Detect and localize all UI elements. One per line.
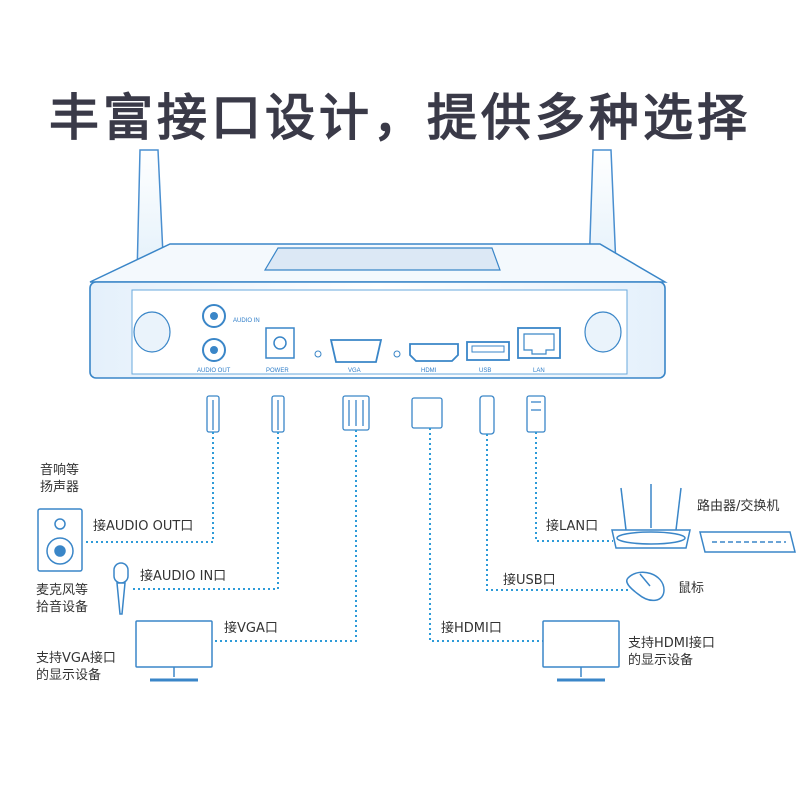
lan-port xyxy=(517,327,561,359)
vga-monitor-icon xyxy=(135,620,213,682)
microphone-label-line2: 拾音设备 xyxy=(36,600,89,615)
usb-plug xyxy=(479,395,495,435)
speaker-label-line2: 扬声器 xyxy=(40,480,80,495)
speaker-label: 音响等 扬声器 xyxy=(40,462,79,496)
switch-icon xyxy=(699,531,796,553)
connect-audio-out-label: 接AUDIO OUT口 xyxy=(93,519,194,534)
speaker-label-line1: 音响等 xyxy=(40,463,80,478)
connect-vga-label: 接VGA口 xyxy=(224,621,278,636)
hdmi-monitor-icon xyxy=(542,620,620,682)
connect-lan-label: 接LAN口 xyxy=(546,519,599,534)
lan-label: LAN xyxy=(533,368,545,374)
hdmi-display-label-line2: 的显示设备 xyxy=(628,653,694,668)
audio-in-cable xyxy=(131,432,279,590)
vga-display-label: 支持VGA接口 的显示设备 xyxy=(36,650,116,684)
router-label: 路由器/交换机 xyxy=(697,499,780,514)
usb-port xyxy=(466,341,510,361)
mouse-icon xyxy=(626,571,665,602)
audio-out-label: AUDIO OUT xyxy=(197,368,231,374)
vga-display-label-line2: 的显示设备 xyxy=(36,668,102,683)
connect-audio-in-label: 接AUDIO IN口 xyxy=(140,569,227,584)
power-label: POWER xyxy=(266,368,289,374)
hdmi-display-label: 支持HDMI接口 的显示设备 xyxy=(628,635,715,669)
vga-cable xyxy=(213,430,357,642)
hdmi-port xyxy=(409,343,459,362)
router-icon xyxy=(611,484,691,549)
plugs xyxy=(206,395,546,435)
hdmi-label: HDMI xyxy=(421,368,437,374)
mouse-label: 鼠标 xyxy=(678,581,705,596)
connect-usb-label: 接USB口 xyxy=(503,573,556,588)
microphone-label-line1: 麦克风等 xyxy=(36,583,89,598)
usb-label: USB xyxy=(479,368,491,374)
vga-display-label-line1: 支持VGA接口 xyxy=(36,651,116,666)
power-port xyxy=(265,327,295,359)
hdmi-display-label-line1: 支持HDMI接口 xyxy=(628,636,715,651)
cables xyxy=(83,428,628,642)
microphone-icon xyxy=(113,562,129,615)
top-panel-logo-area xyxy=(263,247,501,271)
hdmi-plug xyxy=(411,397,443,429)
connect-hdmi-label: 接HDMI口 xyxy=(441,621,502,636)
vga-port xyxy=(329,339,383,363)
usb-cable xyxy=(486,434,628,591)
lan-cable xyxy=(535,432,613,542)
speaker-icon xyxy=(37,508,83,572)
audio-out-cable xyxy=(83,432,214,543)
hdmi-cable xyxy=(429,428,543,642)
page-title: 丰富接口设计，提供多种选择 xyxy=(49,89,751,147)
microphone-label: 麦克风等 拾音设备 xyxy=(36,582,88,616)
audio-in-label: AUDIO IN xyxy=(233,318,260,324)
nvr-device: AUDIO IN AUDIO OUT POWER VGA HDMI USB LA… xyxy=(89,149,668,379)
vga-label: VGA xyxy=(348,368,361,374)
